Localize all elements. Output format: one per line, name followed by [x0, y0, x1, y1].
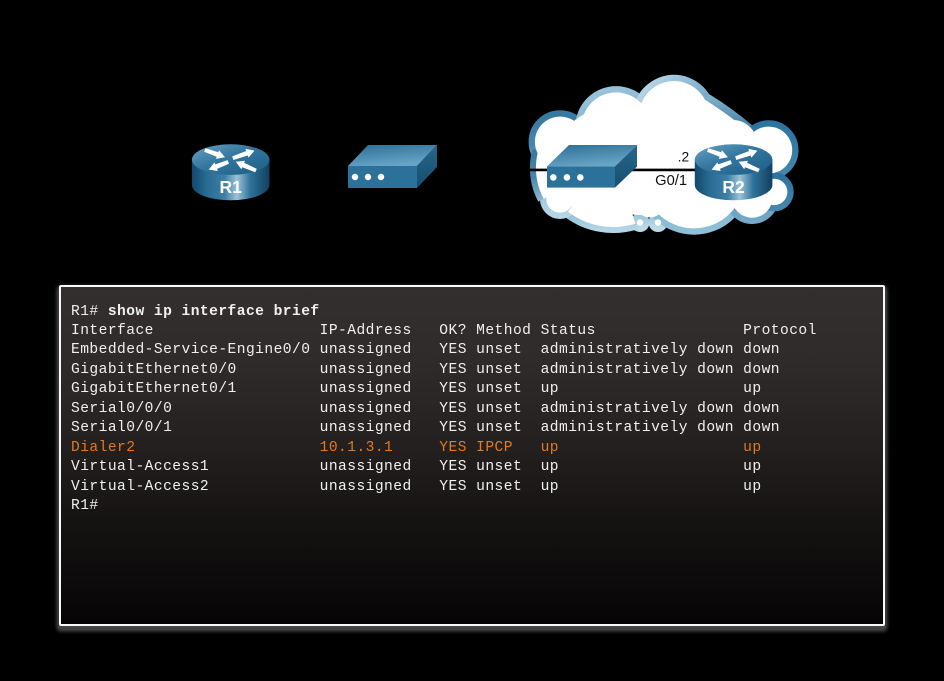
svg-text:.2: .2 — [678, 150, 690, 165]
svg-text:G0/1: G0/1 — [655, 173, 687, 189]
svg-text:R2: R2 — [722, 177, 745, 197]
svg-text:R1: R1 — [220, 177, 243, 197]
